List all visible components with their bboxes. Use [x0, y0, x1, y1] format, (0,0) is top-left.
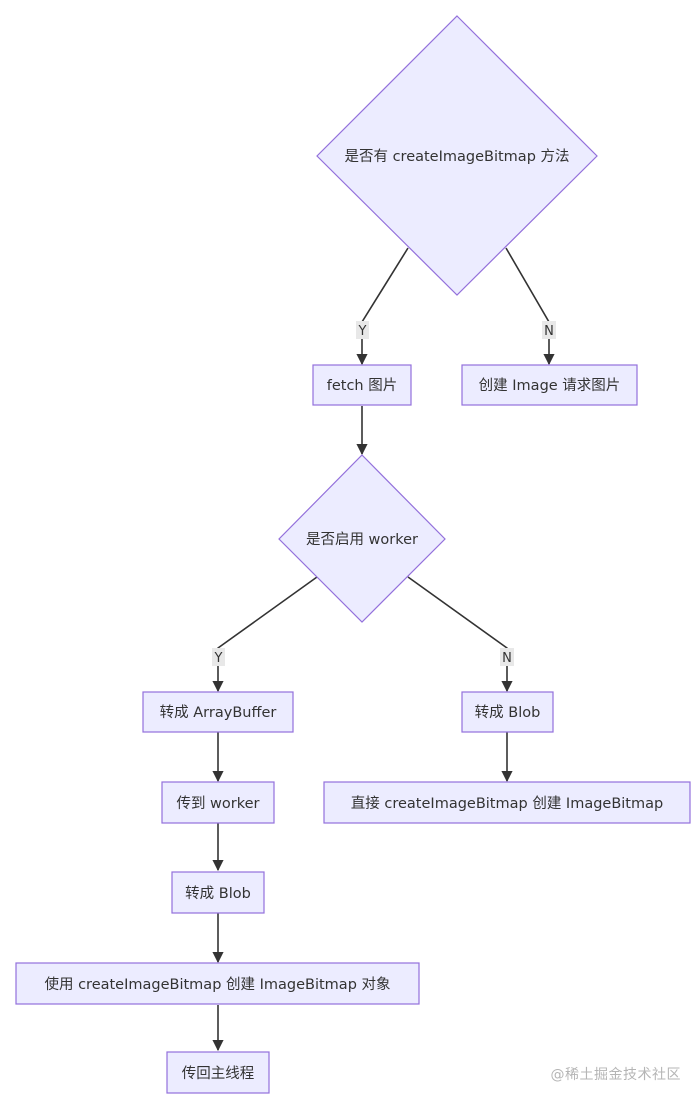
edge-label-text: N	[544, 324, 554, 339]
edge-label-yes-1: Y	[356, 321, 369, 339]
decision-has-create-image-bitmap: 是否有 createImageBitmap 方法	[316, 15, 598, 296]
process-to-array-buffer: 转成 ArrayBuffer	[142, 691, 294, 733]
node-label: 转成 Blob	[475, 704, 541, 721]
node-label: 使用 createImageBitmap 创建 ImageBitmap 对象	[44, 976, 390, 993]
process-send-back-main: 传回主线程	[166, 1051, 270, 1094]
edge-label-no-2: N	[500, 648, 514, 666]
edge-label-yes-2: Y	[212, 648, 225, 666]
edge-label-text: Y	[358, 324, 367, 339]
watermark-text: @稀土掘金技术社区	[550, 1067, 681, 1083]
process-to-blob-no-worker: 转成 Blob	[461, 691, 554, 733]
node-label: 传到 worker	[176, 795, 259, 812]
process-direct-create-bitmap: 直接 createImageBitmap 创建 ImageBitmap	[323, 781, 691, 824]
process-create-image-request: 创建 Image 请求图片	[461, 364, 638, 406]
edge-worker-check-to-blob	[407, 576, 513, 693]
edge-has-bitmap-to-fetch	[356, 247, 409, 366]
edge-label-text: N	[502, 651, 512, 666]
node-label: 传回主线程	[182, 1065, 255, 1082]
edge-has-bitmap-to-create-image	[505, 247, 555, 366]
node-label: 是否启用 worker	[306, 531, 418, 548]
node-label: 直接 createImageBitmap 创建 ImageBitmap	[351, 795, 663, 812]
decision-enable-worker: 是否启用 worker	[278, 454, 446, 623]
process-use-create-bitmap: 使用 createImageBitmap 创建 ImageBitmap 对象	[15, 962, 420, 1005]
node-label: 转成 Blob	[185, 885, 251, 902]
node-label: 创建 Image 请求图片	[479, 377, 621, 394]
node-label: 转成 ArrayBuffer	[160, 704, 277, 721]
edge-label-no-1: N	[542, 321, 556, 339]
process-send-to-worker: 传到 worker	[161, 781, 275, 824]
edge-worker-check-to-arraybuffer	[212, 576, 318, 693]
node-label: 是否有 createImageBitmap 方法	[344, 148, 569, 165]
process-fetch-image: fetch 图片	[312, 364, 412, 406]
edge-label-text: Y	[214, 651, 223, 666]
node-label: fetch 图片	[327, 377, 397, 394]
process-to-blob-in-worker: 转成 Blob	[171, 871, 265, 914]
